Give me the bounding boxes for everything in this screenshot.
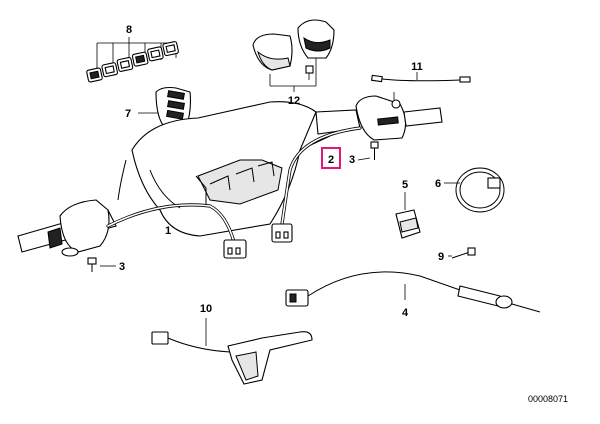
part-2-cable[interactable] xyxy=(106,126,362,259)
callout-2-highlight-box[interactable] xyxy=(321,147,341,169)
callout-2: 2 xyxy=(328,154,334,166)
callout-11: 11 xyxy=(411,61,423,73)
left-switch-housing[interactable] xyxy=(47,199,110,257)
part-4-sensor-cable[interactable] xyxy=(285,271,541,313)
callout-6: 6 xyxy=(435,178,441,190)
callout-8: 8 xyxy=(126,24,132,36)
callout-7: 7 xyxy=(125,108,131,120)
part-9-screw[interactable] xyxy=(448,247,476,259)
callout-3-left: 3 xyxy=(119,261,125,273)
callout-9: 9 xyxy=(438,251,444,263)
callout-12: 12 xyxy=(288,95,300,107)
part-8-switch-buttons[interactable] xyxy=(84,37,181,83)
callout-3-right: 3 xyxy=(349,154,355,166)
right-switch-housing[interactable] xyxy=(355,92,443,160)
callout-1: 1 xyxy=(165,225,171,237)
callout-4: 4 xyxy=(402,307,409,319)
part-11-wire[interactable] xyxy=(371,72,471,83)
drawing-code: 00008071 xyxy=(528,394,568,404)
part-12-switch-covers[interactable] xyxy=(252,19,335,92)
part-3-screw-left[interactable] xyxy=(87,257,116,272)
callout-10: 10 xyxy=(200,303,212,315)
callout-labels: 8 12 11 7 2 3 1 5 6 3 9 10 4 00008071 xyxy=(119,24,568,404)
callout-5: 5 xyxy=(402,179,408,191)
part-6-strap[interactable] xyxy=(444,167,505,213)
part-5-clip[interactable] xyxy=(395,192,421,239)
part-10-wire-bracket[interactable] xyxy=(151,318,313,385)
